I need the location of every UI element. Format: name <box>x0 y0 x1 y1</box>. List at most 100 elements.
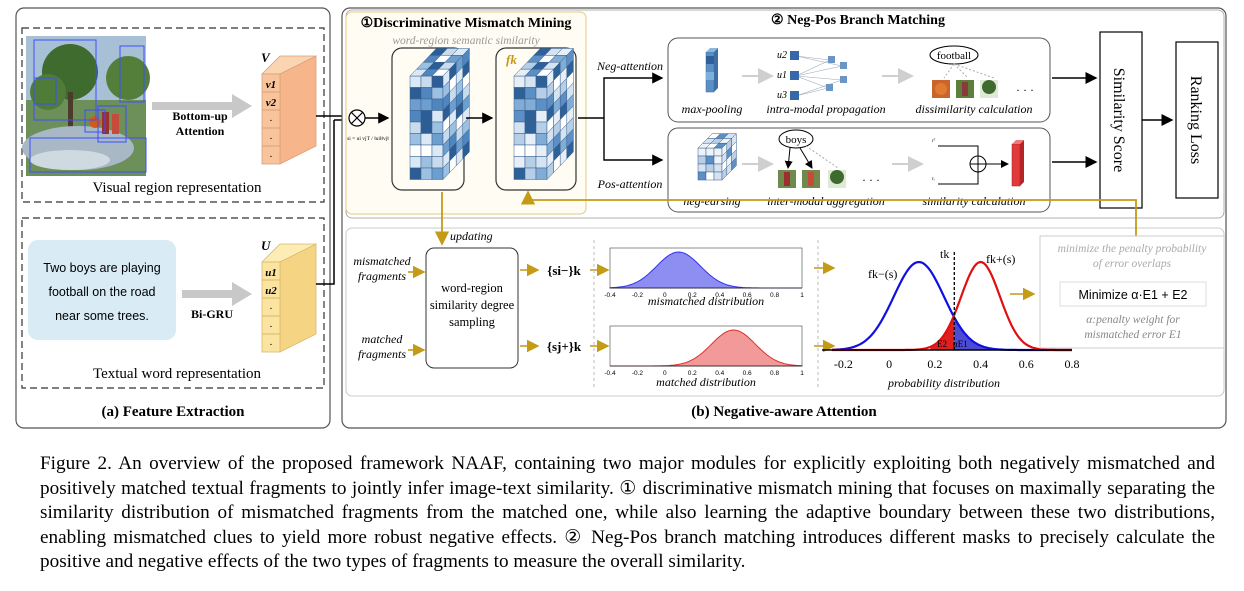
alpha-line-2: mismatched error E1 <box>1084 329 1181 341</box>
x-tick-label: 0.2 <box>688 292 697 299</box>
svg-text:u2: u2 <box>265 285 277 297</box>
u-symbol: U <box>261 238 271 253</box>
matched-fragments-1: matched <box>362 332 404 346</box>
sentence-line-2: football on the road <box>48 285 155 299</box>
bottom-up-label-2: Attention <box>176 124 225 138</box>
bigru-arrow <box>182 282 252 306</box>
minimize-formula: Minimize α·E1 + E2 <box>1079 288 1188 302</box>
x-tick-label: 0.2 <box>688 370 697 377</box>
x-tick-label: 0.6 <box>1019 357 1034 371</box>
pos-branch-box <box>667 127 1051 213</box>
node-u3: u3 <box>777 90 787 101</box>
max-pooling-vector <box>705 48 718 93</box>
svg-text:·: · <box>269 133 273 145</box>
similarity-calc-label: similarity calculation <box>923 194 1026 208</box>
scene-photo <box>22 36 150 176</box>
panel-b-title: (b) Negative-aware Attention <box>691 404 877 420</box>
fk-minus-label: fk−(s) <box>868 267 897 281</box>
mismatched-fragments-1: mismatched <box>353 254 411 268</box>
panel-b: ①Discriminative Mismatch Mining word-reg… <box>341 7 1227 429</box>
similarity-score-label: Similarity Score <box>1110 68 1127 172</box>
x-tick-label: -0.2 <box>834 357 853 371</box>
outer-product-op: si = ui vjT / ‖ui‖‖vj‖ <box>347 109 389 142</box>
error-e2-region <box>930 314 955 350</box>
x-tick-label: 0.8 <box>770 370 779 377</box>
x-tick-label: 0.8 <box>1065 357 1080 371</box>
penalty-line-2: of error overlaps <box>1093 258 1172 270</box>
sentence-line-1: Two boys are playing <box>43 261 160 275</box>
intra-modal-graph <box>790 51 847 100</box>
intra-modal-label: intra-modal propagation <box>766 102 885 116</box>
v-feature-stack: v1 v2 · · · <box>261 55 317 165</box>
boys-tag-label: boys <box>786 134 807 146</box>
inter-modal-regions: · · · <box>778 145 880 188</box>
svg-text:v1: v1 <box>266 79 276 91</box>
mismatched-fragments-2: fragments <box>358 269 406 283</box>
panel-a: Bottom-up Attention V v1 v2 · · · Visual… <box>15 7 331 429</box>
matched-fragments-2: fragments <box>358 347 406 361</box>
svg-text:·: · <box>269 115 273 127</box>
similarity-score-box <box>1099 31 1143 209</box>
fk-matrix-box <box>495 47 577 191</box>
svg-text:rᵀ: rᵀ <box>932 138 936 144</box>
module1-title: ①Discriminative Mismatch Mining <box>361 16 572 31</box>
prob-distribution-label: probability distribution <box>887 376 1000 390</box>
x-tick-label: 0.2 <box>927 357 942 371</box>
svg-text:·: · <box>269 303 273 315</box>
module2-title: ② Neg-Pos Branch Matching <box>771 13 945 28</box>
alpha-line-1: α:penalty weight for <box>1086 314 1180 326</box>
matched-distribution-label: matched distribution <box>656 375 756 389</box>
sentence-bubble <box>28 240 176 340</box>
sampling-line-2: similarity degree <box>430 298 515 312</box>
similarity-formula: si = ui vjT / ‖ui‖‖vj‖ <box>347 136 389 142</box>
updating-label: updating <box>450 229 493 243</box>
mismatched-distribution-label: mismatched distribution <box>648 294 764 308</box>
x-tick-label: 0.4 <box>973 357 988 371</box>
neg-earsing-cube <box>697 132 738 181</box>
module1-subtitle: word-region semantic similarity <box>392 35 540 47</box>
x-tick-label: 0.6 <box>743 370 752 377</box>
x-tick-label: 1 <box>800 292 804 299</box>
sampling-box <box>425 247 519 369</box>
framework-figure: Bottom-up Attention V v1 v2 · · · Visual… <box>15 7 1227 429</box>
bigru-label: Bi-GRU <box>191 307 233 321</box>
svg-text:·: · <box>269 339 273 351</box>
x-tick-label: 0 <box>663 370 667 377</box>
pos-attention-label: Pos-attention <box>597 177 663 191</box>
x-tick-label: -0.4 <box>604 292 616 299</box>
u-feature-stack: u1 u2 · · · <box>261 243 317 353</box>
textual-word-caption: Textual word representation <box>93 366 262 382</box>
football-tag-label: football <box>937 50 971 62</box>
x-tick-label: 1 <box>800 370 804 377</box>
bottom-up-arrow <box>152 94 252 118</box>
sampling-line-3: sampling <box>449 315 496 329</box>
boys-tag <box>778 129 814 149</box>
dissim-regions: · · · <box>932 63 1034 98</box>
plot-frame <box>609 325 803 367</box>
ae1-label: αE1 <box>953 339 968 349</box>
caption-paragraph: Figure 2. An overview of the proposed fr… <box>40 453 1215 573</box>
branch-arrows <box>578 72 664 166</box>
svg-text:·: · <box>269 151 273 163</box>
bottom-up-label: Bottom-up <box>172 109 228 123</box>
visual-region-box <box>21 27 325 203</box>
inter-modal-label: inter-modal aggregation <box>767 194 885 208</box>
sampling-line-1: word-region <box>441 281 504 295</box>
error-e1-region <box>954 317 1004 350</box>
svg-text:rᵢ: rᵢ <box>932 177 935 182</box>
feedback-line <box>520 190 1137 236</box>
dissim-label: dissimilarity calculation <box>916 102 1033 116</box>
x-tick-label: -0.2 <box>632 370 644 377</box>
s-minus-set: {si−}k <box>547 263 581 278</box>
max-pooling-label: max-pooling <box>682 102 743 116</box>
v-symbol: V <box>261 50 271 65</box>
svg-text:· · ·: · · · <box>862 173 880 187</box>
x-tick-label: 0.4 <box>715 370 724 377</box>
plot-frame <box>609 247 803 289</box>
fk-plus-label: fk+(s) <box>986 252 1015 266</box>
matched-distribution-chart: -0.4 -0.2 0 0.2 0.4 0.6 0.8 1 <box>604 325 804 377</box>
x-tick-label: -0.4 <box>604 370 616 377</box>
fused-vector <box>1011 140 1024 187</box>
